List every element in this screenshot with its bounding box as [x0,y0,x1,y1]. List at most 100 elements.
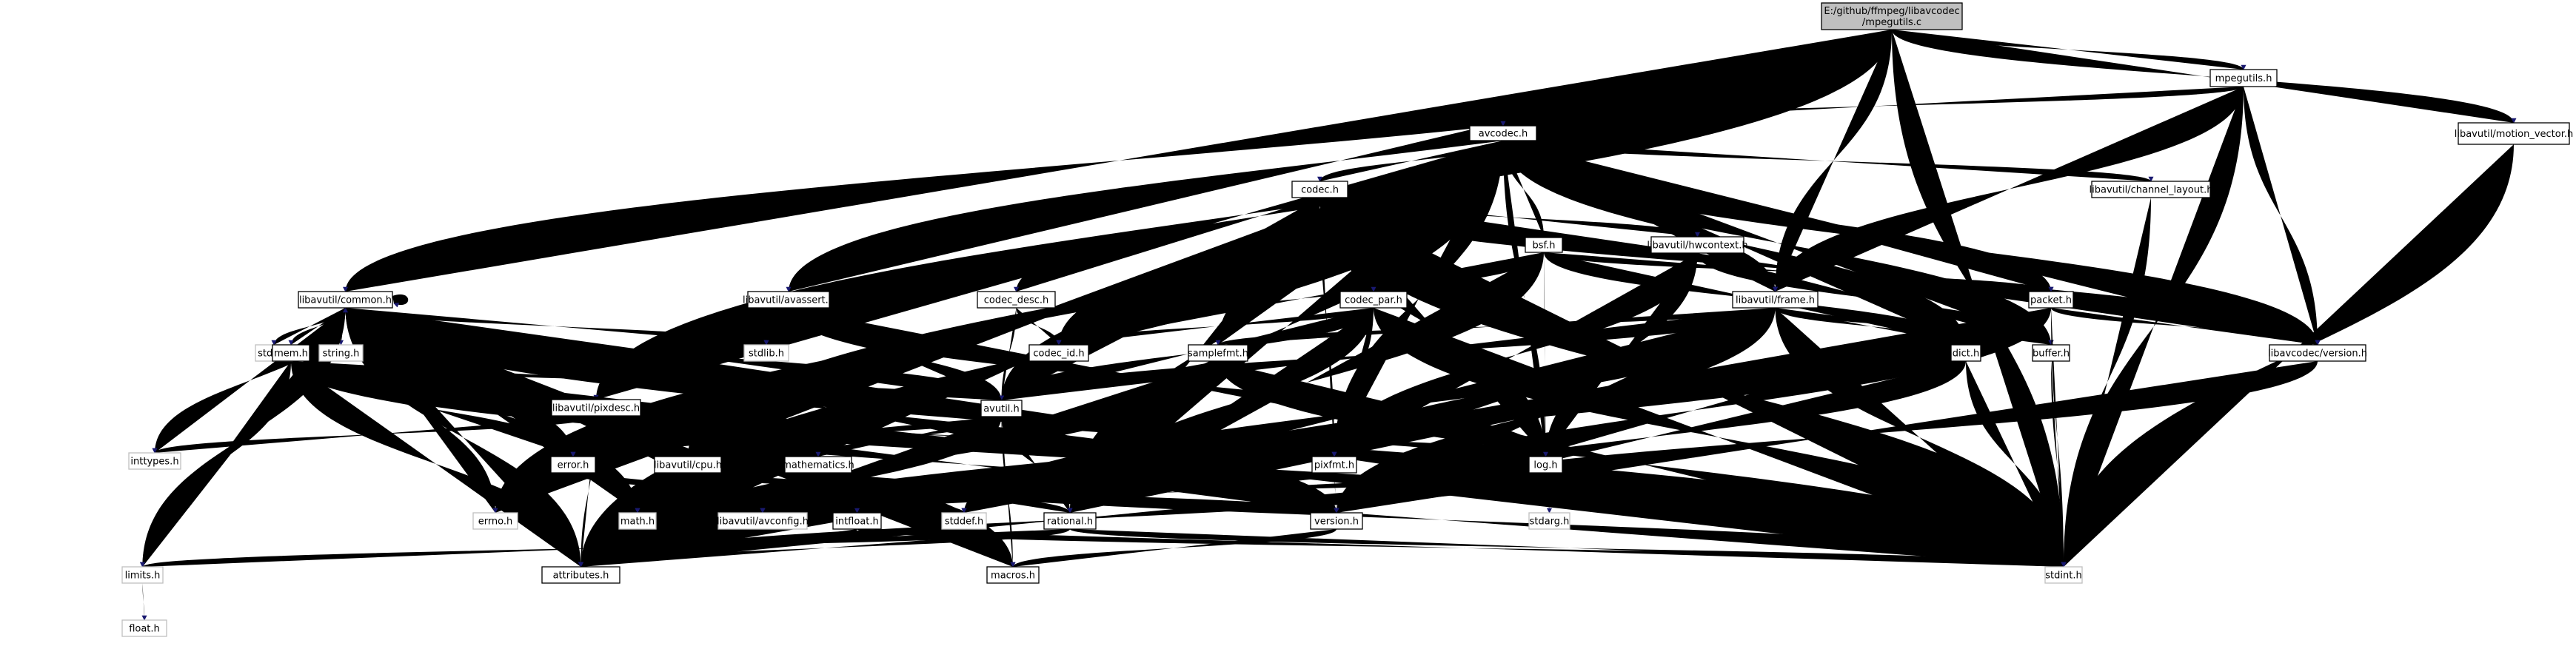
node-macros-h[interactable]: macros.h [986,566,1040,584]
edge-mathematics-h-to-avconfig-h [760,473,818,514]
edge-root-to-mpegutils-h [1892,30,2247,70]
node-cpu-h[interactable]: libavutil/cpu.h [654,456,722,474]
edge-hwcontext-h-to-frame-h [1697,253,1778,292]
node-bsf-h[interactable]: bsf.h [1525,237,1563,253]
edge-limits-h-to-float-h [141,583,147,621]
edge-avcodec-h-to-channel-layout-h [1503,141,2154,182]
node-box-mem-h [272,344,310,362]
node-common-h[interactable]: libavutil/common.h [298,291,393,309]
node-frame-h[interactable]: libavutil/frame.h [1732,291,1819,309]
node-label-cpu-h: libavutil/cpu.h [654,460,722,471]
node-label-mathematics-h: mathematics.h [782,460,854,471]
node-label-version-h: version.h [1314,517,1359,528]
node-label-avassert-h: libavutil/avassert.h [743,295,834,306]
node-box-float-h [121,619,167,637]
node-box-version-h [1310,512,1363,530]
node-avassert-h[interactable]: libavutil/avassert.h [743,291,834,309]
node-version-h[interactable]: version.h [1310,512,1363,530]
edge-pixdesc-h-to-inttypes-h [152,416,596,454]
node-codec-par-h[interactable]: codec_par.h [1339,291,1408,309]
edge-hwcontext-h-to-pixfmt-h [1331,253,1698,457]
node-avcodec-h[interactable]: avcodec.h [1469,125,1537,141]
node-stdlib-h: stdlib.h [743,344,789,362]
node-pixfmt-h[interactable]: pixfmt.h [1311,456,1357,474]
node-box-limits-h [121,566,164,584]
edge-mathematics-h-to-stdint-h [818,473,2067,568]
node-box-rational-h [1043,512,1097,530]
edge-mpegutils-h-to-stdint-h [2061,87,2244,568]
node-label-root-0: E:/github/ffmpeg/libavcodec [1824,6,1959,17]
node-box-intfloat-h [832,512,882,530]
node-label-avcodec-h: avcodec.h [1479,129,1528,140]
node-channel-layout-h[interactable]: libavutil/channel_layout.h [2090,181,2213,198]
edge-version-h-to-macros-h [1010,529,1336,568]
node-avcodec-version-h[interactable]: libavcodec/version.h [2268,344,2367,362]
edge-avcodec-h-to-avcodec-version-h [1503,141,2321,346]
node-label-frame-h: libavutil/frame.h [1736,295,1815,306]
node-error-h[interactable]: error.h [550,456,596,474]
edge-bsf-h-to-codec-par-h [1371,252,1544,292]
node-motion-vector-h[interactable]: libavutil/motion_vector.h [2455,122,2574,145]
node-dict-h[interactable]: dict.h [1950,344,1981,362]
node-box-dict-h [1950,344,1981,362]
node-label-codec-par-h: codec_par.h [1345,295,1402,306]
node-mathematics-h[interactable]: mathematics.h [782,456,854,474]
node-mem-h[interactable]: mem.h [272,344,310,362]
edge-common-h-to-mem-h [288,308,346,346]
node-stddef-h: stddef.h [941,512,987,530]
node-avutil-h[interactable]: avutil.h [980,400,1023,417]
edge-mathematics-h-to-attributes-h [578,473,818,568]
node-label-codec-desc-h: codec_desc.h [984,295,1049,306]
node-box-pixdesc-h [551,399,641,417]
node-codec-id-h[interactable]: codec_id.h [1028,344,1089,362]
node-samplefmt-h[interactable]: samplefmt.h [1188,344,1248,362]
edge-rational-h-to-limits-h [140,529,1070,568]
node-label-avutil-h: avutil.h [983,404,1020,415]
node-codec-desc-h[interactable]: codec_desc.h [977,291,1056,309]
node-label-dict-h: dict.h [1953,349,1979,360]
node-box-attributes-h [541,566,620,584]
node-box-codec-id-h [1028,344,1089,362]
edge-rational-h-to-stdint-h [1070,529,2067,568]
edge-mathematics-h-to-math-h [635,473,818,514]
node-label-macros-h: macros.h [991,571,1035,582]
node-label-stdlib-h: stdlib.h [749,349,784,360]
node-box-math-h [618,512,657,530]
node-packet-h[interactable]: packet.h [2028,291,2074,309]
node-box-avcodec-version-h [2269,344,2366,362]
node-pixdesc-h[interactable]: libavutil/pixdesc.h [551,399,641,417]
node-label-avcodec-version-h: libavcodec/version.h [2268,349,2367,360]
edge-root-to-motion-vector-h [1892,30,2517,124]
node-root[interactable]: E:/github/ffmpeg/libavcodec/mpegutils.c [1821,2,1963,30]
node-label-codec-id-h: codec_id.h [1033,349,1084,360]
node-rational-h[interactable]: rational.h [1043,512,1097,530]
node-hwcontext-h[interactable]: libavutil/hwcontext.h [1647,236,1748,254]
node-label-pixdesc-h: libavutil/pixdesc.h [552,403,640,414]
node-attributes-h[interactable]: attributes.h [541,566,620,584]
edge-root-to-avassert-h [786,30,1892,292]
node-stdarg-h: stdarg.h [1528,512,1570,530]
node-box-root [1821,2,1963,30]
node-log-h[interactable]: log.h [1528,456,1563,474]
node-label-math-h: math.h [620,517,655,528]
node-box-errno-h [472,512,518,530]
dependency-edges [140,30,2517,621]
node-mpegutils-h[interactable]: mpegutils.h [2209,69,2278,87]
edge-bsf-h-to-packet-h [1544,252,2054,292]
edge-intfloat-h-to-stdint-h [857,529,2067,568]
node-label-motion-vector-h: libavutil/motion_vector.h [2455,129,2574,140]
node-box-stdarg-h [1528,512,1570,530]
edge-hwcontext-h-to-buffer-h [1697,253,2054,346]
edge-log-h-to-stdarg-h [1545,473,1552,514]
node-buffer-h[interactable]: buffer.h [2032,344,2070,362]
node-label-root-1: /mpegutils.c [1862,17,1921,28]
node-intfloat-h[interactable]: intfloat.h [832,512,882,530]
node-box-pixfmt-h [1311,456,1357,474]
node-label-mem-h: mem.h [274,349,308,360]
edge-mpegutils-h-to-avcodec-h [1500,87,2244,127]
edge-avutil-h-to-mathematics-h [815,417,1002,457]
node-codec-h[interactable]: codec.h [1291,181,1348,198]
edge-frame-h-to-samplefmt-h [1215,308,1776,346]
node-box-hwcontext-h [1650,236,1744,254]
edge-mem-h-to-avutil-h [291,361,1004,401]
